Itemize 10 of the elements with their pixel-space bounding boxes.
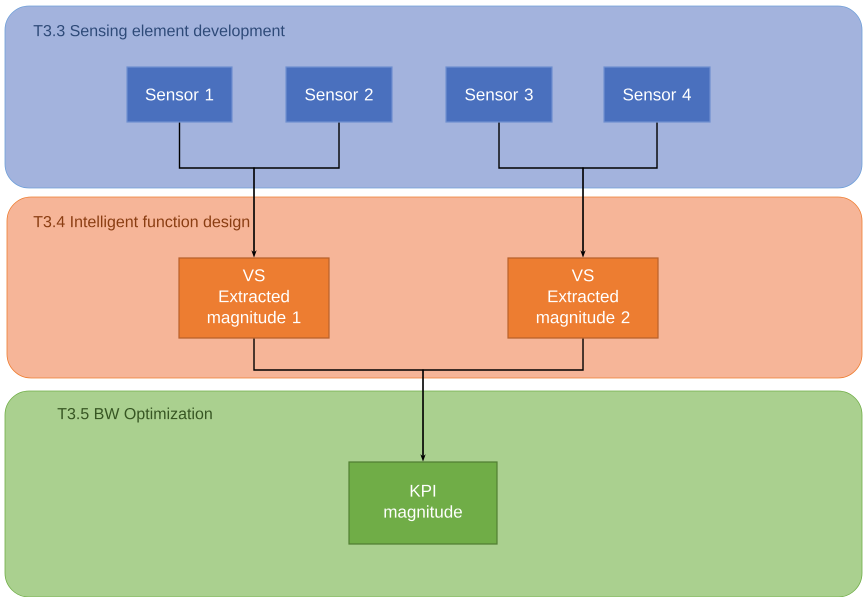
sensor-box: Sensor 4	[603, 66, 711, 123]
band-title: T3.4 Intelligent function design	[34, 216, 250, 230]
sensor-box: Sensor 1	[126, 66, 233, 123]
result-box: KPI magnitude	[348, 461, 498, 545]
band-title: T3.5 BW Optimization	[58, 408, 212, 422]
band-title: T3.3 Sensing element development	[34, 24, 285, 40]
sensor-box: Sensor 2	[285, 66, 393, 123]
sensor-box: Sensor 3	[445, 66, 553, 123]
process-box: VS Extracted magnitude 2	[507, 257, 659, 339]
process-box: VS Extracted magnitude 1	[178, 257, 330, 339]
